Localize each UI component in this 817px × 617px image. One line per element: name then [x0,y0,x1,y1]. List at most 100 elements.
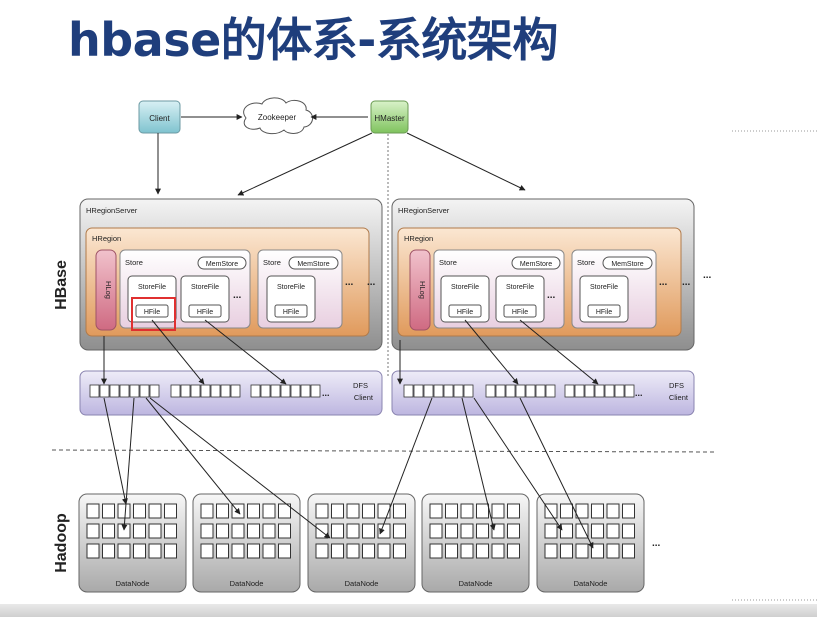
datanode-block [575,523,589,539]
datanode-block [148,503,162,519]
datanode-block [622,543,635,559]
hfile-label: HFile [197,309,213,316]
datanode-block [133,523,146,539]
datanode-label: DataNode [116,579,150,588]
dfs-block [463,384,474,398]
dfs-block [190,384,201,398]
memstore-label: MemStore [297,261,329,268]
storefile-label: StoreFile [277,284,305,291]
dfs-block [220,384,231,398]
dfs-block [129,384,140,398]
store-label: Store [263,258,281,267]
dfs-block [300,384,311,398]
datanode-block [445,503,458,519]
datanode-block [231,523,245,539]
datanode-block [216,523,229,539]
dfs-client-2: DFS Client ... [391,370,695,416]
dfs-block [433,384,444,398]
ellipsis: ... [322,388,330,398]
datanode-block [133,503,146,519]
datanode-block [200,503,214,519]
datanode-block [278,523,291,539]
hlog: HLog [95,249,117,331]
dfs-client-label: Client [669,393,689,402]
hlog: HLog [409,249,431,331]
datanode-block [393,523,406,539]
datanode-block [262,543,276,559]
datanode-block [429,503,443,519]
dfs-block [535,384,546,398]
store-label: Store [125,258,143,267]
dfs-client-1: DFS Client ... [79,370,383,416]
datanode-label: DataNode [574,579,608,588]
datanode-block [507,523,520,539]
hregionserver-1: HRegionServer HRegion HLog Store MemStor… [79,198,383,351]
ellipsis: ... [635,388,643,398]
hregionserver-label: HRegionServer [86,206,138,215]
client-node: Client [138,100,181,134]
page-title: hbase的体系-系统架构 [68,13,558,67]
datanode-block [133,543,146,559]
datanode-block [544,523,558,539]
memstore-label: MemStore [520,261,552,268]
datanode-block [460,503,474,519]
dfs-block [594,384,605,398]
datanode-block [622,503,635,519]
storefile-label: StoreFile [191,284,219,291]
datanode: DataNode [307,493,416,593]
datanode-block [362,503,375,519]
dfs-block [109,384,120,398]
storefile-label: StoreFile [138,284,166,291]
datanode-block [86,543,100,559]
hmaster-label: HMaster [374,114,405,123]
dfs-block [545,384,556,398]
datanode-block [164,543,177,559]
datanode-block [560,523,573,539]
datanode-block [476,543,489,559]
dfs-block [260,384,271,398]
datanode-block [393,503,406,519]
hfile-label: HFile [512,309,528,316]
datanode-block [102,523,115,539]
dfs-block [574,384,585,398]
storefile-label: StoreFile [451,284,479,291]
datanode-block [575,543,589,559]
datanode-block [560,543,573,559]
dfs-block [270,384,281,398]
store: Store MemStore StoreFile HFile [257,249,343,329]
datanode-block [491,523,505,539]
hfile-label: HFile [283,309,299,316]
dfs-block [413,384,424,398]
store-label: Store [577,258,595,267]
dfs-block [443,384,454,398]
hmaster-node: HMaster [370,100,409,134]
hfile-highlight-box [131,297,176,331]
datanode: DataNode [536,493,645,593]
datanode-block [445,523,458,539]
hregion-label: HRegion [92,234,121,243]
datanode-block [606,523,620,539]
dfs-block [310,384,321,398]
datanode-block [216,503,229,519]
ellipsis: ... [547,290,556,301]
datanode-block [346,503,360,519]
datanode-block [507,543,520,559]
hbase-hadoop-separator [51,449,716,453]
datanode-block [460,543,474,559]
datanode-block [247,523,260,539]
bottom-scrollbar[interactable] [0,604,817,617]
datanode-block [231,543,245,559]
datanode-block [591,523,604,539]
hfile-label: HFile [596,309,612,316]
dfs-block [614,384,625,398]
dfs-block [584,384,595,398]
datanode-label: DataNode [345,579,379,588]
dfs-client-label: Client [354,393,374,402]
store: Store MemStore StoreFile HFile StoreFile… [119,249,251,329]
datanode-block [377,523,391,539]
dfs-block [200,384,211,398]
datanode-block [606,543,620,559]
datanode: DataNode [78,493,187,593]
